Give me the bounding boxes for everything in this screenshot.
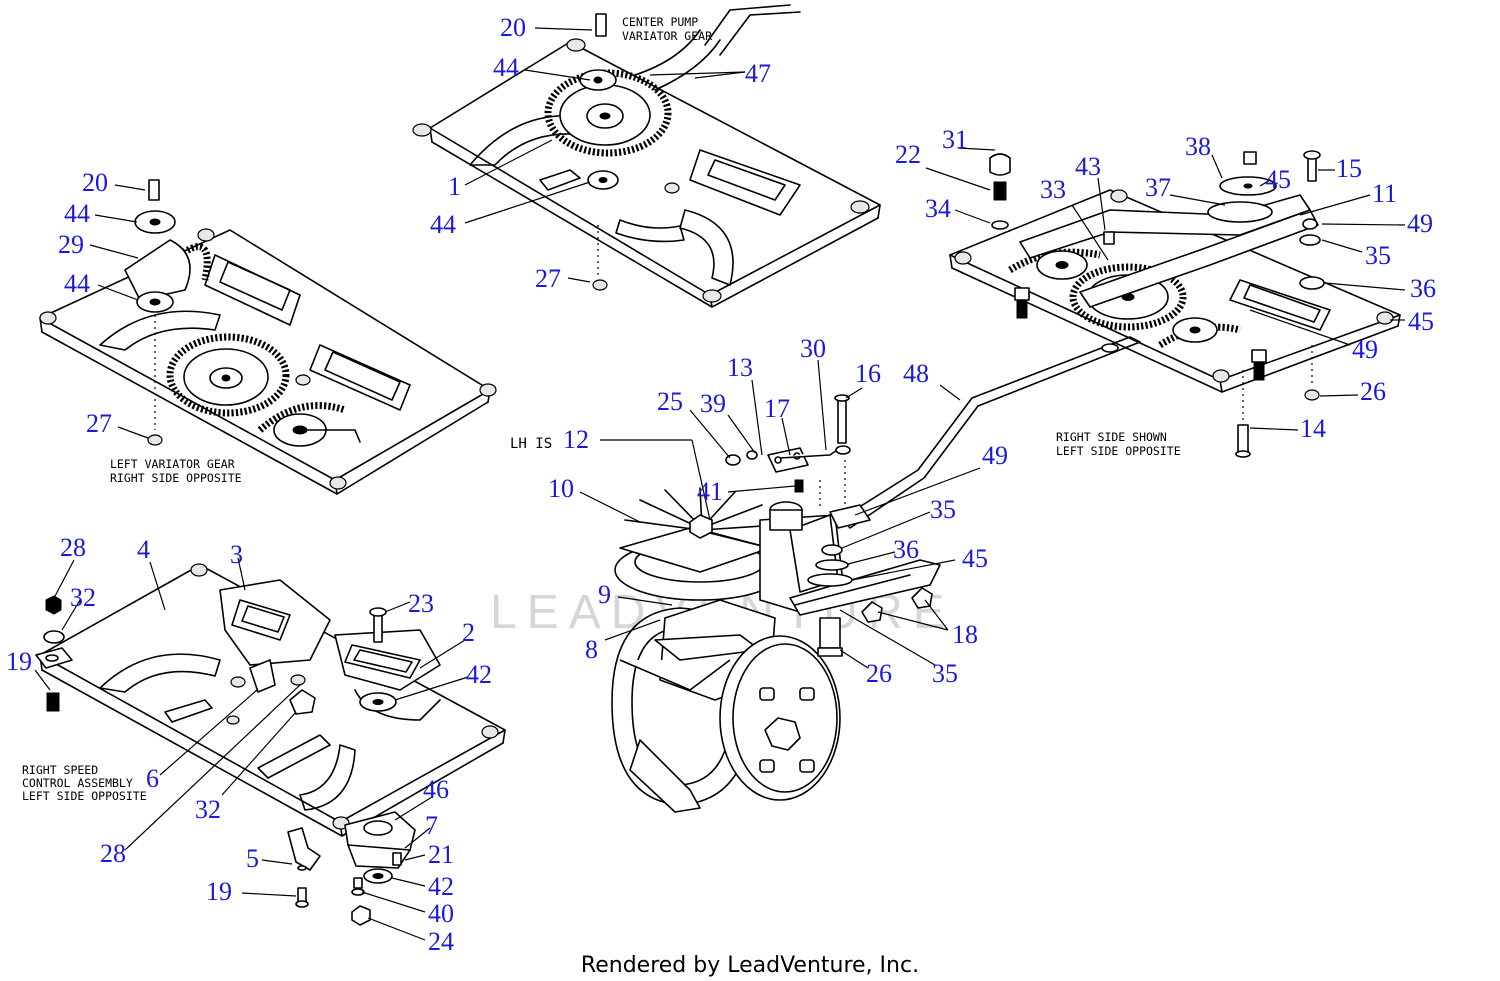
note-right-side-shown: RIGHT SIDE SHOWN — [1056, 430, 1167, 444]
callout-37: 37 — [1145, 173, 1171, 202]
callout-35: 35 — [930, 495, 956, 524]
callout-12: 12 — [563, 425, 589, 454]
callout-31: 31 — [942, 125, 968, 154]
callout-27: 27 — [535, 264, 561, 293]
note-center-pump: CENTER PUMP — [622, 15, 698, 29]
callout-30: 30 — [800, 334, 826, 363]
callout-46: 46 — [423, 775, 449, 804]
callout-20: 20 — [500, 13, 526, 42]
note-right-speed: RIGHT SPEED — [22, 763, 98, 777]
callout-45: 45 — [1408, 307, 1434, 336]
control-rod — [841, 336, 1141, 529]
speed-control-plate — [35, 563, 506, 926]
transaxle-assembly — [611, 394, 941, 813]
callout-10: 10 — [548, 474, 574, 503]
callout-5: 5 — [246, 844, 259, 873]
center-variator-plate — [412, 4, 881, 308]
callout-13: 13 — [727, 353, 753, 382]
callout-38: 38 — [1185, 132, 1211, 161]
callout-16: 16 — [855, 359, 881, 388]
callout-28: 28 — [60, 533, 86, 562]
callout-48: 48 — [903, 359, 929, 388]
callout-41: 41 — [697, 477, 723, 506]
callout-45: 45 — [1265, 165, 1291, 194]
note-control-assembly: CONTROL ASSEMBLY — [22, 776, 133, 790]
note-right-side-opposite: RIGHT SIDE OPPOSITE — [110, 471, 242, 485]
callout-35: 35 — [932, 659, 958, 688]
callout-32: 32 — [195, 795, 221, 824]
left-variator-plate — [39, 179, 497, 495]
callout-numbers: 20 44 47 1 44 27 20 44 29 44 27 31 22 34… — [6, 13, 1436, 956]
callout-47: 47 — [745, 59, 771, 88]
callout-15: 15 — [1336, 154, 1362, 183]
callout-8: 8 — [585, 635, 598, 664]
callout-6: 6 — [146, 764, 159, 793]
callout-44: 44 — [430, 210, 456, 239]
callout-33: 33 — [1040, 175, 1066, 204]
callout-26: 26 — [866, 659, 892, 688]
callout-34: 34 — [925, 194, 951, 223]
note-variator-gear: VARIATOR GEAR — [622, 29, 712, 43]
callout-11: 11 — [1372, 179, 1397, 208]
callout-20: 20 — [82, 168, 108, 197]
callout-36: 36 — [1410, 274, 1436, 303]
callout-2: 2 — [462, 618, 475, 647]
callout-45: 45 — [962, 544, 988, 573]
callout-36: 36 — [893, 535, 919, 564]
callout-42: 42 — [428, 872, 454, 901]
callout-9: 9 — [598, 580, 611, 609]
callout-49: 49 — [982, 441, 1008, 470]
callout-44: 44 — [493, 53, 519, 82]
callout-22: 22 — [895, 140, 921, 169]
callout-1: 1 — [448, 172, 461, 201]
callout-19: 19 — [6, 647, 32, 676]
callout-21: 21 — [428, 840, 454, 869]
callout-23: 23 — [408, 589, 434, 618]
callout-4: 4 — [137, 535, 150, 564]
callout-18: 18 — [952, 620, 978, 649]
note-left-side-opposite: LEFT SIDE OPPOSITE — [22, 789, 147, 803]
right-variator-plate — [949, 150, 1401, 458]
callout-27: 27 — [86, 409, 112, 438]
callout-42: 42 — [466, 660, 492, 689]
callout-3: 3 — [230, 540, 243, 569]
callout-29: 29 — [58, 230, 84, 259]
callout-44: 44 — [64, 269, 90, 298]
callout-43: 43 — [1075, 152, 1101, 181]
callout-49: 49 — [1352, 335, 1378, 364]
callout-40: 40 — [428, 899, 454, 928]
callout-14: 14 — [1300, 414, 1326, 443]
callout-25: 25 — [657, 387, 683, 416]
note-lh-is: LH IS — [510, 436, 552, 452]
note-left-side-opposite-right: LEFT SIDE OPPOSITE — [1056, 444, 1181, 458]
callout-39: 39 — [700, 389, 726, 418]
callout-44: 44 — [64, 199, 90, 228]
callout-19: 19 — [206, 877, 232, 906]
callout-49: 49 — [1407, 209, 1433, 238]
callout-17: 17 — [764, 394, 790, 423]
callout-26: 26 — [1360, 377, 1386, 406]
leader-lines — [34, 27, 1406, 941]
note-left-variator: LEFT VARIATOR GEAR — [110, 457, 235, 471]
callout-28: 28 — [100, 839, 126, 868]
callout-24: 24 — [428, 927, 454, 956]
callout-32: 32 — [70, 583, 96, 612]
callout-35: 35 — [1365, 241, 1391, 270]
callout-7: 7 — [425, 811, 438, 840]
footer-credit: Rendered by LeadVenture, Inc. — [581, 953, 919, 978]
